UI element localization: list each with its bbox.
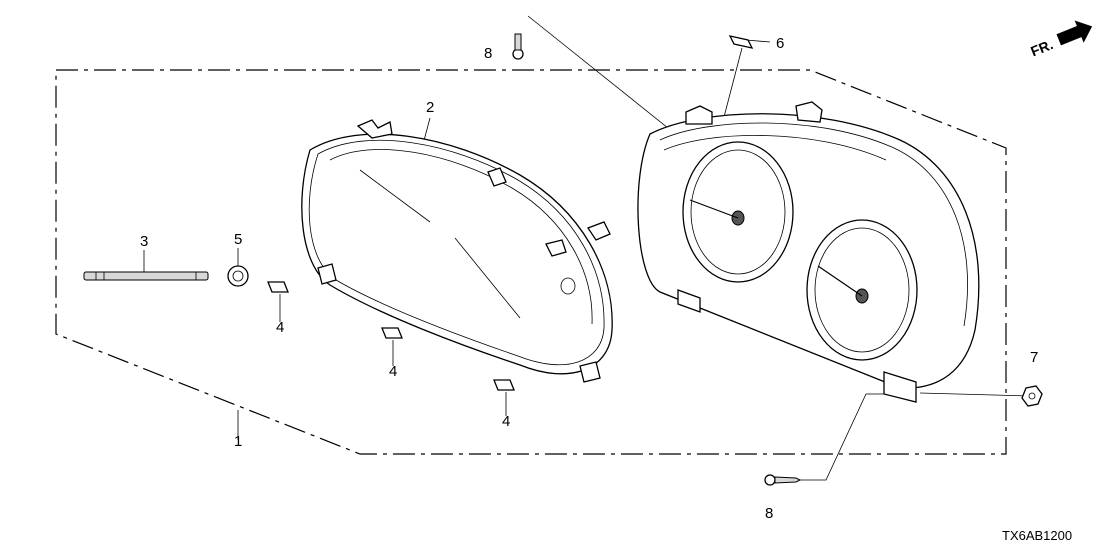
assembly-boundary (55, 69, 1007, 455)
front-direction-arrow-icon (1056, 20, 1093, 46)
nut-part (1021, 385, 1043, 407)
callout-part8b: 8 (765, 505, 773, 522)
callout-part4c: 4 (502, 413, 510, 430)
grommet-part (227, 265, 249, 287)
callout-part3: 3 (140, 233, 148, 250)
meter-housing (637, 101, 980, 403)
screw-parts (512, 33, 802, 486)
callout-part8a: 8 (484, 45, 492, 62)
cushion-parts (267, 281, 515, 391)
callout-part5: 5 (234, 231, 242, 248)
callout-part1: 1 (234, 433, 242, 450)
front-direction-indicator: FR. (1028, 20, 1093, 59)
callout-part4b: 4 (389, 363, 397, 380)
clip-part (728, 35, 754, 49)
callout-part6: 6 (776, 35, 784, 52)
callout-part4a: 4 (276, 319, 284, 336)
diagram-code: TX6AB1200 (1002, 528, 1072, 543)
callout-part7: 7 (1030, 349, 1038, 366)
callout-part2: 2 (426, 99, 434, 116)
callout-numbers: 1 2 3 4 4 4 5 6 7 8 8 (140, 35, 1038, 522)
meter-lens-part (301, 119, 613, 383)
front-direction-label: FR. (1028, 36, 1055, 59)
reset-knob-part (83, 271, 209, 281)
